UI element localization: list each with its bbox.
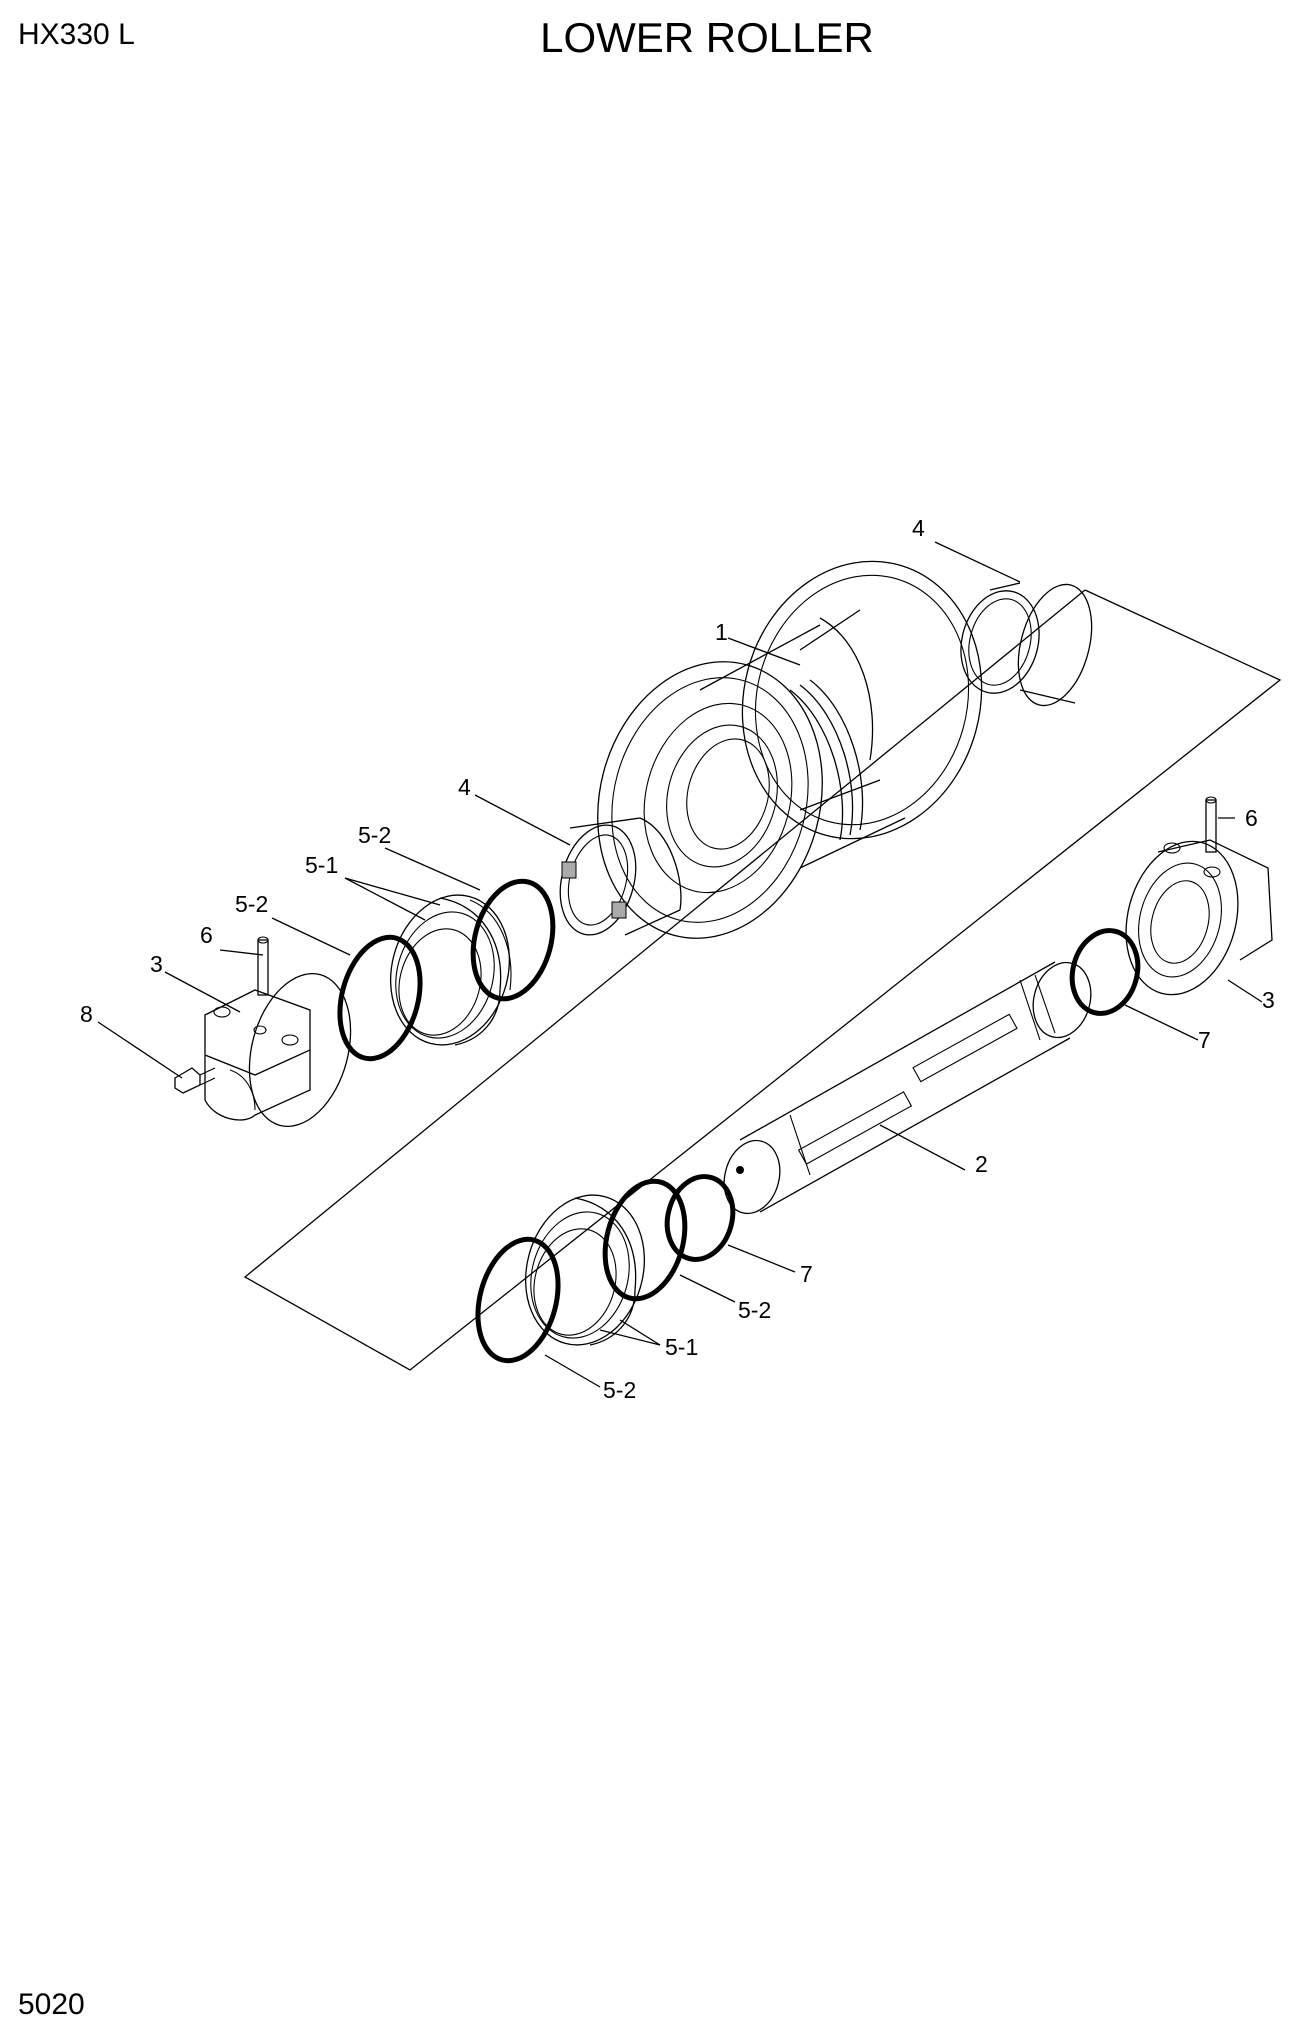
callout-5-2-lower-a: 5-2	[738, 1297, 771, 1323]
callout-6-left: 6	[200, 922, 213, 948]
bolt	[174, 1067, 216, 1094]
roller-body	[597, 560, 983, 939]
o-ring-7-lower	[664, 1174, 736, 1262]
housing-left	[204, 972, 352, 1128]
callout-4-top: 4	[912, 515, 925, 541]
o-ring-upper-b	[337, 934, 423, 1062]
callout-3-right: 3	[1262, 987, 1275, 1013]
o-ring-upper-a	[470, 878, 556, 1002]
o-ring-lower-a	[602, 1178, 688, 1302]
callout-4-middle: 4	[458, 774, 471, 800]
callout-7-upper: 7	[1198, 1027, 1211, 1053]
o-ring-lower-b	[475, 1236, 561, 1364]
callout-3-left: 3	[150, 951, 163, 977]
callout-8: 8	[80, 1001, 93, 1027]
page-number: 5020	[18, 1988, 85, 2021]
callout-labels: 1 2 3 3 4 4 5-1 5-1 5-2 5-2 5-2 5-2 6 6 …	[80, 515, 1275, 1403]
bushing-upper	[960, 582, 1093, 707]
housing-right	[1125, 839, 1273, 996]
callout-1: 1	[715, 619, 728, 645]
shaft	[723, 961, 1092, 1215]
floating-seal-lower	[524, 1194, 646, 1346]
callout-2: 2	[975, 1151, 988, 1177]
callout-5-1-upper: 5-1	[305, 852, 338, 878]
page-title: LOWER ROLLER	[540, 14, 874, 61]
callout-5-2-lower-b: 5-2	[603, 1377, 636, 1403]
floating-seal-upper	[389, 894, 512, 1046]
model-name: HX330 L	[18, 18, 135, 51]
bushing-middle	[559, 817, 682, 936]
pin-right	[1205, 796, 1217, 853]
callout-5-2-upper-b: 5-2	[235, 891, 268, 917]
o-ring-7-upper	[1069, 928, 1141, 1016]
leader-lines	[97, 541, 1263, 1388]
callout-5-1-lower: 5-1	[665, 1334, 698, 1360]
pin-left	[257, 936, 269, 996]
callout-6-right: 6	[1245, 805, 1258, 831]
callout-5-2-upper-a: 5-2	[358, 822, 391, 848]
assembly-boundary	[243, 589, 1282, 1371]
callout-7-lower: 7	[800, 1261, 813, 1287]
